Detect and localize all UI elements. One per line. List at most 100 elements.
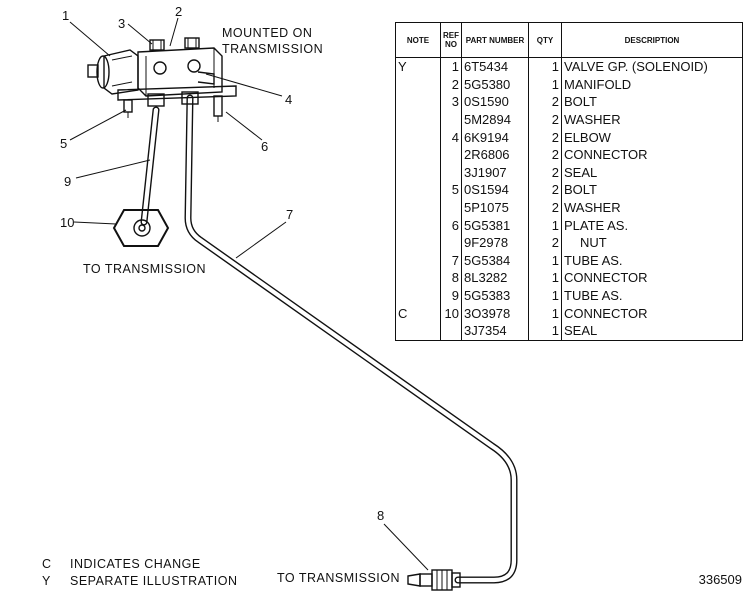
cell-ref-no: 9 [440, 286, 462, 305]
cell-description: TUBE AS. [561, 251, 743, 270]
cell-qty: 1 [528, 304, 562, 322]
callout-3: 3 [118, 16, 125, 31]
header-qty: QTY [528, 22, 562, 58]
cell-description: BOLT [561, 93, 743, 111]
drawing-number: 336509 [698, 572, 742, 587]
caption-to-transmission-left: TO TRANSMISSION [83, 262, 206, 276]
cell-description: NUT [561, 233, 743, 252]
cell-note [395, 269, 441, 287]
cell-part-number: 5G5384 [461, 251, 529, 270]
cell-qty: 1 [528, 216, 562, 234]
callout-1: 1 [62, 8, 69, 23]
cell-description: BOLT [561, 181, 743, 199]
callout-7: 7 [286, 207, 293, 222]
bolt-3 [149, 37, 200, 51]
cell-ref-no [440, 198, 462, 217]
callout-5: 5 [60, 136, 67, 151]
caption-mounted-on: MOUNTED ON [222, 26, 312, 40]
callout-4: 4 [285, 92, 292, 107]
cell-qty: 1 [528, 251, 562, 270]
cell-note [395, 163, 441, 182]
cell-qty: 2 [528, 93, 562, 111]
cell-ref-no: 2 [440, 75, 462, 94]
cell-ref-no [440, 110, 462, 129]
callout-6: 6 [261, 139, 268, 154]
cell-qty: 2 [528, 181, 562, 199]
cell-note [395, 198, 441, 217]
cell-part-number: 2R6806 [461, 145, 529, 164]
cell-description: ELBOW [561, 128, 743, 146]
cell-part-number: 6T5434 [461, 57, 529, 76]
cell-part-number: 5G5381 [461, 216, 529, 234]
cell-description: VALVE GP. (SOLENOID) [561, 57, 743, 76]
cell-part-number: 6K9194 [461, 128, 529, 146]
table-header-row: NOTE REF NO PART NUMBER QTY DESCRIPTION [395, 22, 743, 58]
cell-part-number: 5P1075 [461, 198, 529, 217]
callout-10: 10 [60, 215, 74, 230]
cell-description: CONNECTOR [561, 269, 743, 287]
cell-ref-no: 8 [440, 269, 462, 287]
header-part-number: PART NUMBER [461, 22, 529, 58]
cell-qty: 1 [528, 75, 562, 94]
cell-note [395, 286, 441, 305]
cell-qty: 1 [528, 286, 562, 305]
cell-part-number: 9F2978 [461, 233, 529, 252]
cell-qty: 2 [528, 110, 562, 129]
cell-part-number: 5G5383 [461, 286, 529, 305]
cell-part-number: 3J1907 [461, 163, 529, 182]
connector-8 [407, 569, 461, 591]
cell-part-number: 5M2894 [461, 110, 529, 129]
caption-to-transmission-bottom: TO TRANSMISSION [277, 571, 400, 585]
cell-note [395, 128, 441, 146]
cell-note [395, 110, 441, 129]
cell-note [395, 145, 441, 164]
plate-6 [117, 85, 237, 122]
cell-description: CONNECTOR [561, 145, 743, 164]
header-ref-no: REF NO [440, 22, 462, 58]
cell-qty: 2 [528, 128, 562, 146]
cell-description: SEAL [561, 321, 743, 341]
cell-note [395, 75, 441, 94]
cell-ref-no: 7 [440, 251, 462, 270]
cell-qty: 2 [528, 145, 562, 164]
cell-ref-no: 1 [440, 57, 462, 76]
cell-description: TUBE AS. [561, 286, 743, 305]
callout-2: 2 [175, 4, 182, 19]
cell-ref-no: 4 [440, 128, 462, 146]
cell-note: C [395, 304, 441, 322]
header-note: NOTE [395, 22, 441, 58]
cell-part-number: 3O3978 [461, 304, 529, 322]
legend-code: C [42, 557, 52, 571]
cell-ref-no: 6 [440, 216, 462, 234]
callout-9: 9 [64, 174, 71, 189]
cell-description: WASHER [561, 110, 743, 129]
cell-note [395, 181, 441, 199]
header-description: DESCRIPTION [561, 22, 743, 58]
cell-note [395, 93, 441, 111]
legend-text: SEPARATE ILLUSTRATION [70, 574, 238, 588]
cell-part-number: 0S1594 [461, 181, 529, 199]
cell-description: SEAL [561, 163, 743, 182]
connector-10 [112, 209, 170, 247]
cell-part-number: 8L3282 [461, 269, 529, 287]
cell-note: Y [395, 57, 441, 76]
caption-transmission: TRANSMISSION [222, 42, 323, 56]
cell-ref-no: 5 [440, 181, 462, 199]
cell-ref-no [440, 163, 462, 182]
cell-qty: 2 [528, 198, 562, 217]
cell-part-number: 3J7354 [461, 321, 529, 341]
